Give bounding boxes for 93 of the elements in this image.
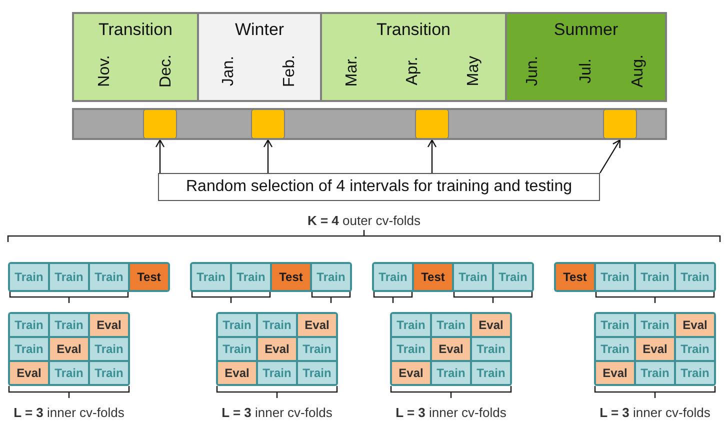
- train-cell: Train: [676, 264, 714, 290]
- arrow: [155, 139, 165, 173]
- train-cell: Train: [298, 338, 336, 360]
- season-band: [505, 12, 667, 102]
- train-cell: Train: [312, 264, 350, 290]
- inner-fold-grid: [594, 312, 716, 386]
- month-label: Mar.: [344, 55, 362, 87]
- test-cell: Test: [414, 264, 452, 290]
- outer-fold-row: [554, 262, 716, 292]
- train-cell: Train: [50, 314, 88, 336]
- timeline-bar: [72, 108, 667, 140]
- eval-cell: Eval: [10, 362, 48, 384]
- train-cell: Train: [392, 338, 430, 360]
- train-cell: Train: [10, 264, 48, 290]
- train-cell: Train: [636, 314, 674, 336]
- month-label: Apr.: [404, 56, 422, 86]
- eval-cell: Eval: [218, 362, 256, 384]
- eval-cell: Eval: [676, 314, 714, 336]
- train-cell: Train: [636, 264, 674, 290]
- train-cell: Train: [676, 338, 714, 360]
- eval-cell: Eval: [90, 314, 128, 336]
- month-label: Jun.: [524, 56, 542, 86]
- inner-fold-grid: [390, 312, 512, 386]
- train-cell: Train: [50, 264, 88, 290]
- eval-cell: Eval: [432, 338, 470, 360]
- month-label: May: [466, 56, 484, 86]
- train-cell: Train: [392, 314, 430, 336]
- inner-folds-label: L = 3 inner cv-folds: [598, 404, 712, 422]
- train-cell: Train: [10, 314, 48, 336]
- outer-fold-row: [8, 262, 170, 292]
- month-label: Dec.: [157, 54, 176, 88]
- season-band: [320, 12, 507, 102]
- arrow: [263, 139, 273, 173]
- train-cell: Train: [232, 264, 270, 290]
- train-cell: Train: [90, 264, 128, 290]
- month-label: Jul.: [576, 58, 595, 84]
- train-cell: Train: [432, 362, 470, 384]
- train-cell: Train: [218, 314, 256, 336]
- arrow: [427, 139, 437, 173]
- inner-fold-grid: [8, 312, 130, 386]
- inner-folds-label: L = 3 inner cv-folds: [394, 404, 508, 422]
- train-cell: Train: [454, 264, 492, 290]
- train-cell: Train: [298, 362, 336, 384]
- inner-fold-grid: [216, 312, 338, 386]
- callout-box: Random selection of 4 intervals for training and testing: [158, 173, 600, 201]
- train-cell: Train: [472, 362, 510, 384]
- eval-cell: Eval: [596, 362, 634, 384]
- train-cell: Train: [494, 264, 532, 290]
- arrow: [599, 139, 621, 174]
- month-label: Aug.: [630, 54, 648, 88]
- selected-interval: [415, 109, 449, 139]
- train-cell: Train: [676, 362, 714, 384]
- train-cell: Train: [258, 314, 296, 336]
- train-cell: Train: [432, 314, 470, 336]
- test-cell: Test: [272, 264, 310, 290]
- train-cell: Train: [50, 362, 88, 384]
- inner-folds-label: L = 3 inner cv-folds: [12, 404, 126, 422]
- train-cell: Train: [472, 338, 510, 360]
- season-name: Summer: [554, 20, 618, 40]
- train-cell: Train: [596, 264, 634, 290]
- train-cell: Train: [218, 338, 256, 360]
- outer-fold-row: [190, 262, 352, 292]
- selected-interval: [603, 109, 637, 139]
- train-cell: Train: [192, 264, 230, 290]
- eval-cell: Eval: [472, 314, 510, 336]
- outer-folds-label: K = 4 outer cv-folds: [306, 212, 422, 230]
- season-name: Transition: [376, 20, 450, 40]
- train-cell: Train: [10, 338, 48, 360]
- selected-interval: [143, 109, 177, 139]
- selected-interval: [251, 109, 285, 139]
- outer-fold-row: [372, 262, 534, 292]
- month-label: Jan.: [220, 56, 238, 86]
- train-cell: Train: [90, 338, 128, 360]
- test-cell: Test: [130, 264, 168, 290]
- eval-cell: Eval: [392, 362, 430, 384]
- train-cell: Train: [596, 314, 634, 336]
- season-band: [197, 12, 322, 102]
- train-cell: Train: [374, 264, 412, 290]
- train-cell: Train: [636, 362, 674, 384]
- test-cell: Test: [556, 264, 594, 290]
- eval-cell: Eval: [258, 338, 296, 360]
- season-name: Winter: [234, 20, 284, 40]
- inner-folds-label: L = 3 inner cv-folds: [220, 404, 334, 422]
- eval-cell: Eval: [298, 314, 336, 336]
- eval-cell: Eval: [636, 338, 674, 360]
- month-label: Nov.: [96, 55, 114, 87]
- season-name: Transition: [98, 20, 172, 40]
- month-label: Feb.: [280, 55, 299, 87]
- eval-cell: Eval: [50, 338, 88, 360]
- train-cell: Train: [258, 362, 296, 384]
- train-cell: Train: [596, 338, 634, 360]
- season-band: [72, 12, 199, 102]
- train-cell: Train: [90, 362, 128, 384]
